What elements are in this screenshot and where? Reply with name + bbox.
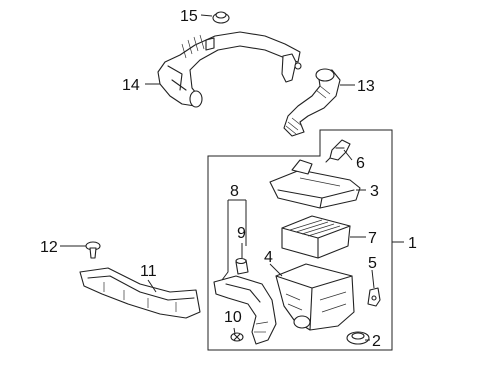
- callout-14: 14: [122, 77, 140, 94]
- part-2-grommet: [346, 331, 370, 345]
- part-4-housing: [275, 263, 355, 331]
- part-13-hose: [283, 68, 341, 137]
- part-10-screw: [230, 332, 244, 342]
- part-11-deflector: [79, 267, 201, 319]
- callout-12: 12: [40, 239, 58, 256]
- part-5-clip: [367, 287, 381, 307]
- callout-6: 6: [356, 155, 365, 172]
- callout-15: 15: [180, 8, 198, 25]
- part-3-cover: [269, 159, 361, 209]
- callout-10: 10: [224, 309, 242, 326]
- callout-5: 5: [368, 255, 377, 272]
- callout-3: 3: [370, 183, 379, 200]
- callout-4: 4: [264, 249, 273, 266]
- callout-labels: 15 14 13 6 3 8 9 7 1 12 4 5 11 10 2: [40, 8, 417, 350]
- callout-2: 2: [372, 333, 381, 350]
- part-9-bushing: [235, 257, 249, 275]
- part-12-push-pin: [85, 241, 101, 259]
- callout-1: 1: [408, 235, 417, 252]
- callout-8: 8: [230, 183, 239, 200]
- callout-13: 13: [357, 78, 375, 95]
- assembly-bracket: [207, 129, 393, 351]
- part-14-intake-duct: [157, 31, 302, 108]
- part-8-inlet-duct: [213, 275, 277, 345]
- part-15-grommet: [212, 11, 230, 24]
- callout-7: 7: [368, 230, 377, 247]
- callout-9: 9: [237, 225, 246, 242]
- part-7-filter: [281, 215, 351, 259]
- callout-11: 11: [140, 263, 157, 280]
- part-6-sensor: [325, 139, 351, 163]
- leader-lines: [60, 14, 404, 341]
